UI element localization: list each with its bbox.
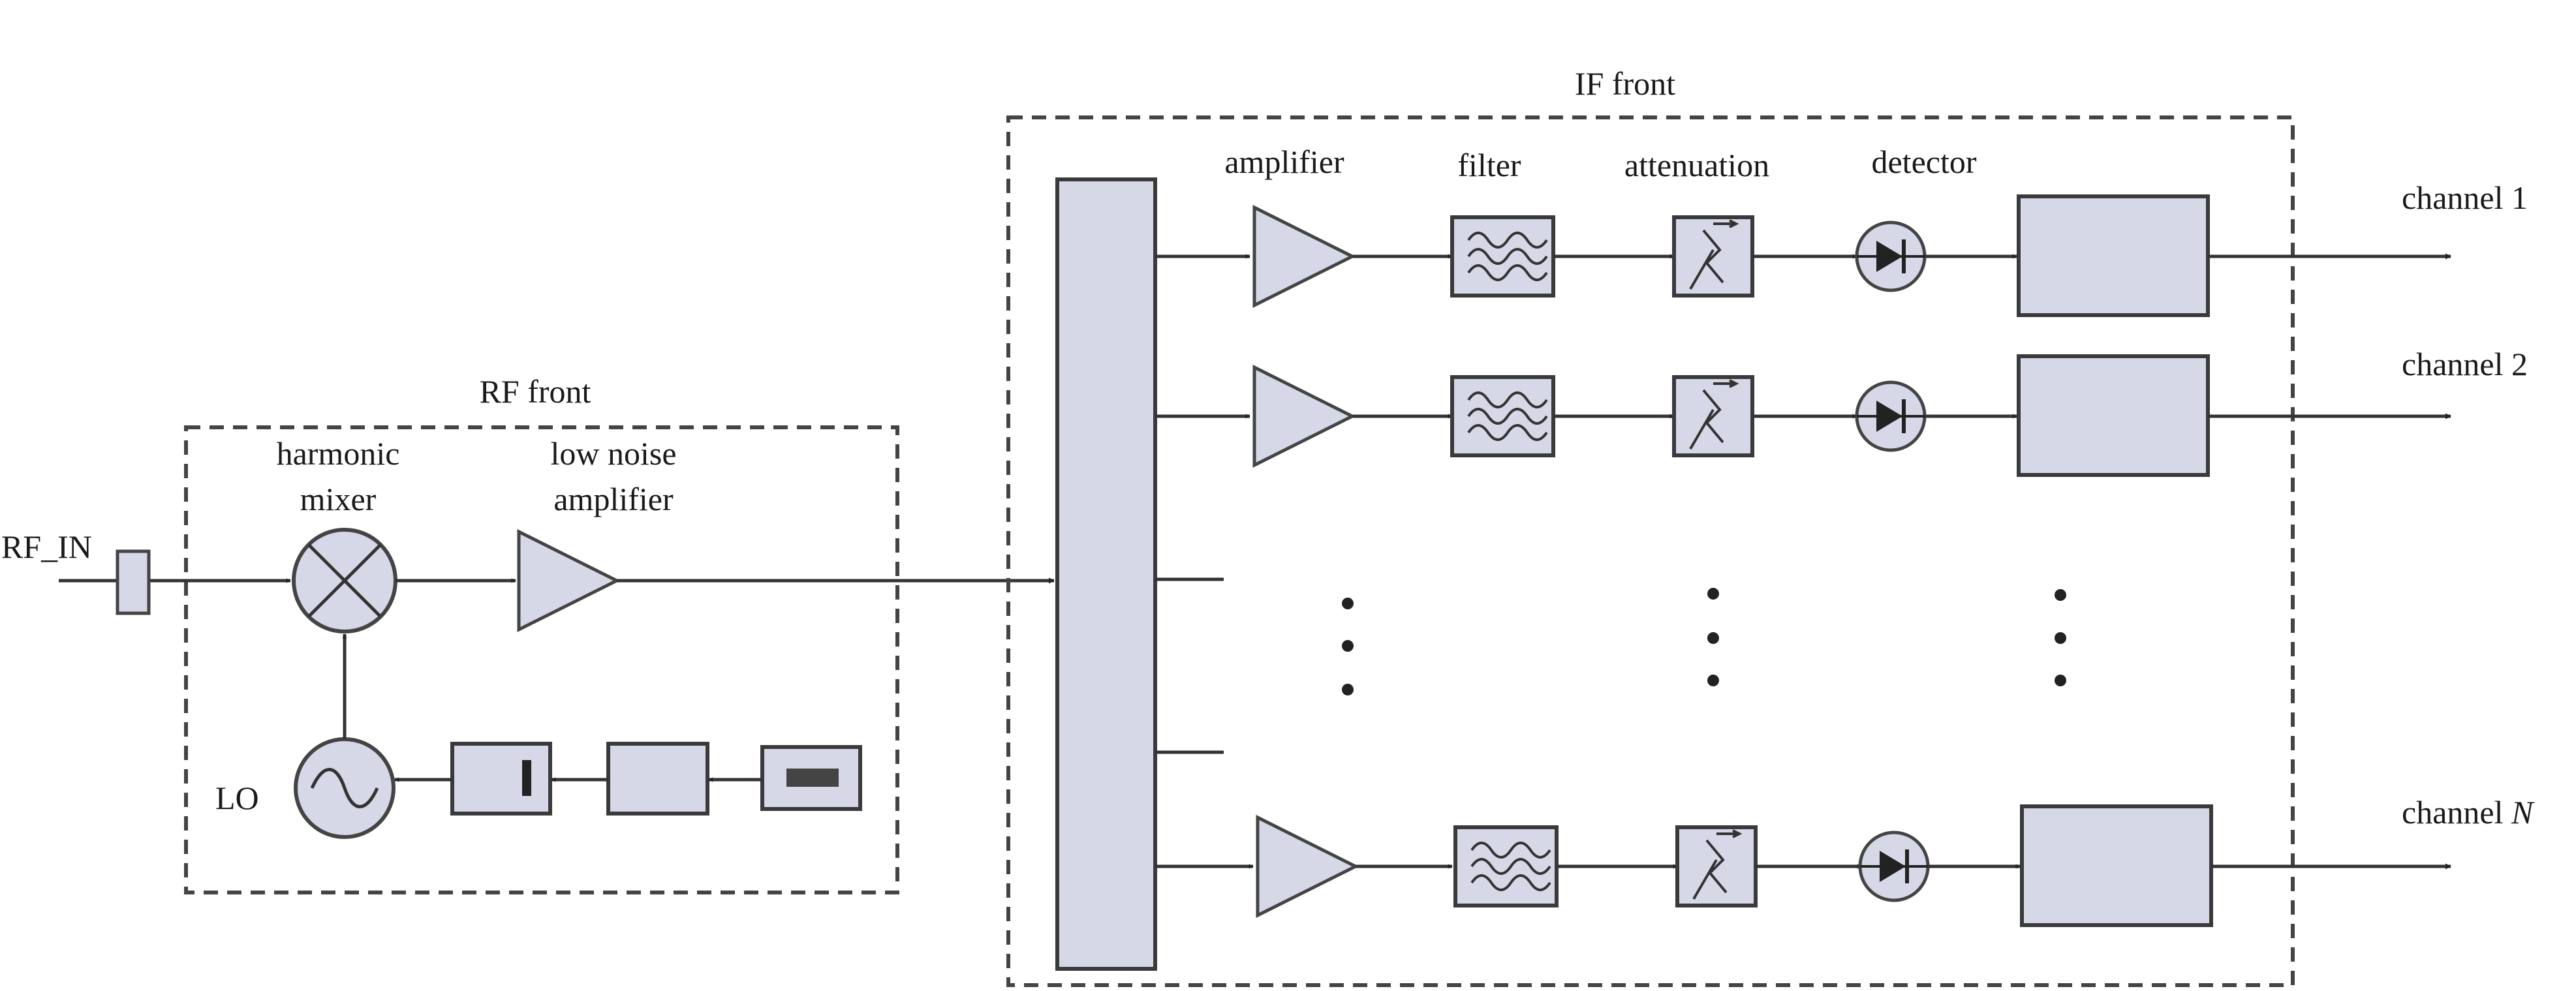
output-block [2017,354,2210,477]
attenuation-header: attenuation [1624,147,1769,183]
power-divider-bar [1055,177,1157,971]
filter-header: filter [1457,147,1521,183]
rf-in-label: RF_IN [1,528,92,565]
rf-front-label: RF front [480,373,591,410]
if-amplifier-icon [1258,817,1356,915]
harmonic-mixer-label-line1: harmonic [277,435,400,472]
rf-in-connector [116,549,151,615]
lo-chain-block-3-mark [786,769,839,787]
channel-row-2 [1155,354,2451,477]
bandpass-filter-icon [1452,377,1553,455]
if-front-label: IF front [1575,65,1675,102]
attenuator-icon [1677,827,1756,906]
if-amplifier-icon [1254,207,1352,305]
detector-diode-icon [1857,222,1925,290]
channel-n-label: channel N [2402,794,2535,831]
channel-1-label: channel 1 [2402,179,2528,216]
lo-chain-block-1-mark [522,760,531,796]
detector-diode-icon [1860,832,1928,900]
harmonic-mixer-label-line2: mixer [300,481,377,517]
detector-diode-icon [1857,382,1925,450]
ellipsis-dots-amplifier [1342,598,1354,695]
channel-row-1 [1155,194,2451,317]
ellipsis-dots-output [2055,589,2066,686]
lo-label: LO [215,780,259,816]
bandpass-filter-icon [1452,217,1553,296]
lo-chain-block-1 [450,742,552,816]
lna-label-line2: amplifier [553,481,674,517]
if-front-dashed-border [1006,115,2295,987]
harmonic-mixer-icon [292,528,397,633]
if-front-section: IF front amplifier filter attenuation de… [1006,65,2535,987]
low-noise-amplifier-icon [517,528,621,633]
channel-2-label: channel 2 [2402,346,2528,382]
attenuator-icon [1674,377,1752,455]
amplifier-header: amplifier [1224,144,1344,180]
output-block [2020,804,2213,927]
bandpass-filter-icon [1455,827,1557,906]
rf-front-section: RF front RF_IN harmonic mixer low noise … [1,373,1055,894]
ellipsis-dots-attenuation [1707,588,1719,686]
lo-oscillator-icon [294,737,396,839]
output-block [2017,194,2210,317]
rf-front-dashed-border [184,425,899,894]
lna-label-line1: low noise [550,435,676,472]
channel-row-n [1155,804,2451,927]
detector-header: detector [1871,144,1976,180]
attenuator-icon [1674,217,1752,296]
if-amplifier-icon [1254,367,1352,465]
lo-chain-block-2 [606,742,709,816]
